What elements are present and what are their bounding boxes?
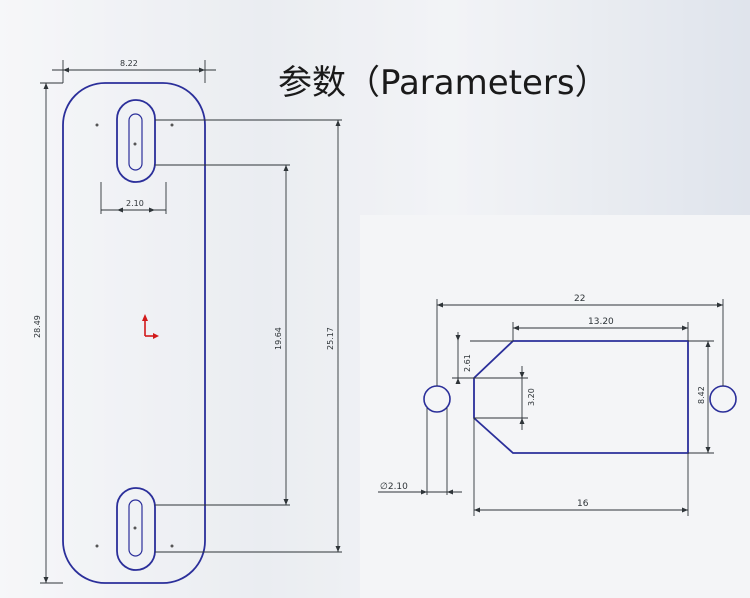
dim-hole-diameter: ∅2.10 xyxy=(380,482,408,492)
origin-axis-icon xyxy=(142,314,159,339)
dim-outer-span: 25.17 xyxy=(326,327,335,350)
dim-width: 8.22 xyxy=(120,59,138,68)
dim-overall-length-22: 22 xyxy=(574,294,585,304)
bottom-slot xyxy=(116,487,156,571)
right-part-view: 22 13.20 8.42 2.61 3.20 ∅2.10 16 xyxy=(378,294,737,516)
dim-body-length: 13.20 xyxy=(588,317,614,327)
page-title: 参数（Parameters） xyxy=(278,63,609,103)
left-part-view: 8.22 2.10 28.49 19.64 25.17 xyxy=(33,59,342,584)
dim-height: 8.42 xyxy=(697,386,706,404)
dim-chamfer: 2.61 xyxy=(463,354,472,372)
top-slot xyxy=(116,99,156,183)
dim-tip-height: 3.20 xyxy=(527,388,536,406)
dim-base-length: 16 xyxy=(577,499,589,509)
dim-overall-length: 28.49 xyxy=(33,315,42,338)
right-panel xyxy=(360,215,750,598)
dim-slot-spacing: 19.64 xyxy=(274,327,283,350)
plate-outline xyxy=(62,82,206,584)
dim-slot-width: 2.10 xyxy=(126,199,144,208)
